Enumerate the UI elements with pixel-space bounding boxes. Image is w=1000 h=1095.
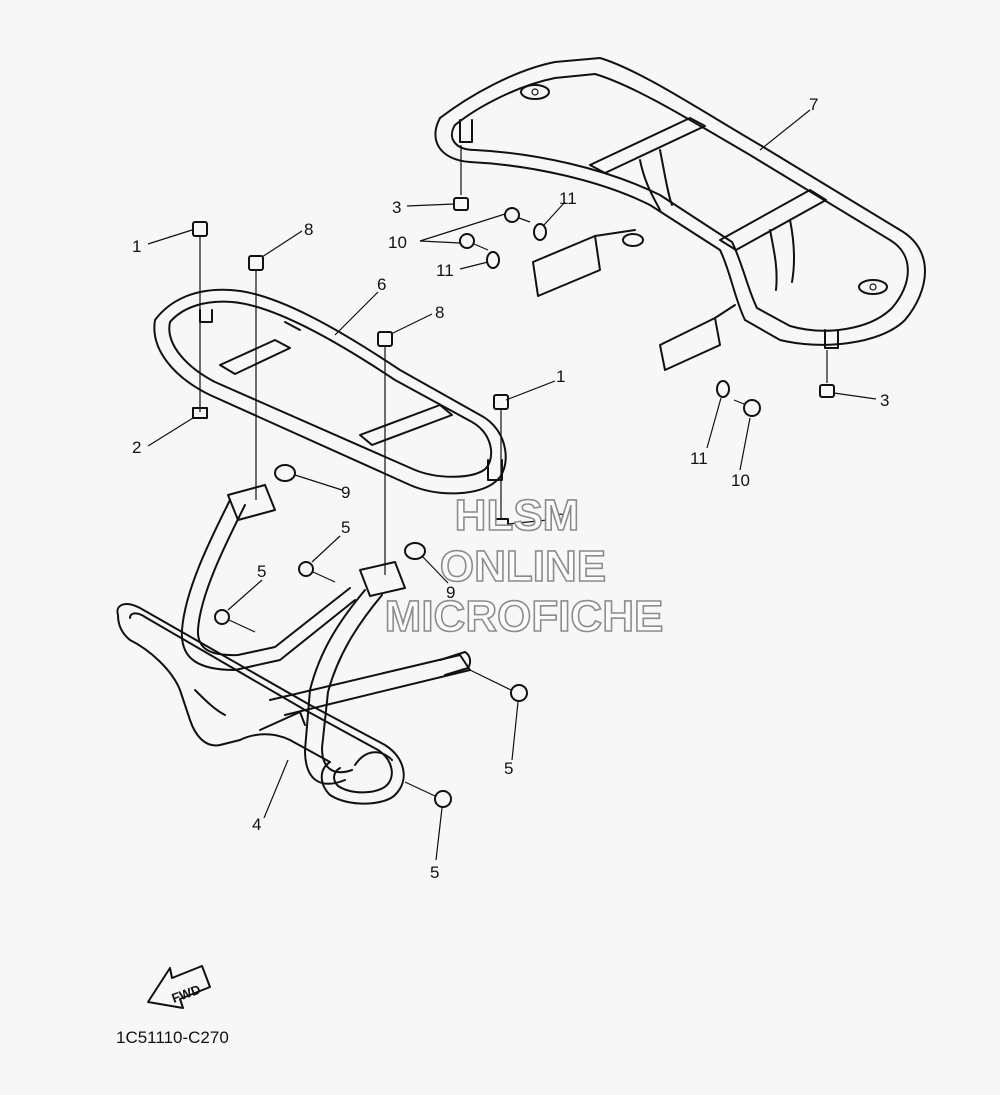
callout-2-a: 2 — [132, 438, 141, 457]
callout-5-a: 5 — [341, 518, 350, 537]
cap-9-right — [404, 542, 426, 560]
callout-5-d: 5 — [430, 863, 439, 882]
callout-10-b: 10 — [731, 471, 750, 490]
bolt-5-c — [469, 669, 528, 702]
callout-3-b: 3 — [880, 391, 889, 410]
callout-11-a: 11 — [559, 189, 577, 208]
callout-9-b: 9 — [446, 583, 455, 602]
bolt-1-upper — [192, 221, 208, 412]
nut-3-upper — [453, 145, 469, 211]
washer-11-lower — [716, 380, 730, 398]
watermark-line-3: MICROFICHE — [385, 592, 664, 641]
bolt-10-middle — [459, 233, 489, 251]
callout-11-c: 11 — [690, 449, 708, 468]
callout-1-a: 1 — [132, 237, 141, 256]
callout-3-a: 3 — [392, 198, 401, 217]
nut-3-lower — [819, 350, 835, 398]
callout-1-b: 1 — [556, 367, 565, 386]
watermark-line-1: HLSM — [455, 491, 580, 540]
callout-5-c: 5 — [504, 759, 513, 778]
callout-4: 4 — [252, 815, 261, 834]
callout-11-b: 11 — [436, 261, 454, 280]
front-guard — [116, 484, 472, 805]
bolt-10-upper — [504, 207, 531, 223]
diagram-code: 1C51110-C270 — [116, 1028, 229, 1047]
bolt-10-lower — [733, 399, 761, 417]
bolt-8-right — [377, 331, 393, 575]
callout-8-b: 8 — [435, 303, 444, 322]
bolt-5-a — [298, 561, 336, 583]
callout-2-b: 2 — [556, 510, 565, 529]
fwd-arrow-icon: FWD — [147, 965, 211, 1009]
callout-6: 6 — [377, 275, 386, 294]
bolt-1-lower — [493, 394, 509, 520]
nut-2-left — [192, 407, 208, 419]
watermark-line-2: ONLINE — [440, 542, 606, 591]
washer-11-upper — [533, 223, 547, 241]
bolt-5-b — [214, 609, 256, 633]
callout-9-a: 9 — [341, 483, 350, 502]
callout-5-b: 5 — [257, 562, 266, 581]
bolt-5-d — [404, 781, 452, 808]
fwd-label: FWD — [170, 982, 203, 1006]
callout-10-a: 10 — [388, 233, 407, 252]
bolt-8-left — [248, 255, 264, 500]
leader-lines — [147, 109, 877, 861]
rear-carrier — [434, 57, 926, 371]
washer-11-middle — [486, 251, 500, 269]
front-carrier — [153, 288, 507, 495]
watermark: HLSM ONLINE MICROFICHE — [384, 490, 664, 642]
callout-8-a: 8 — [304, 220, 313, 239]
cap-9-left — [274, 464, 296, 482]
callout-7: 7 — [809, 95, 818, 114]
